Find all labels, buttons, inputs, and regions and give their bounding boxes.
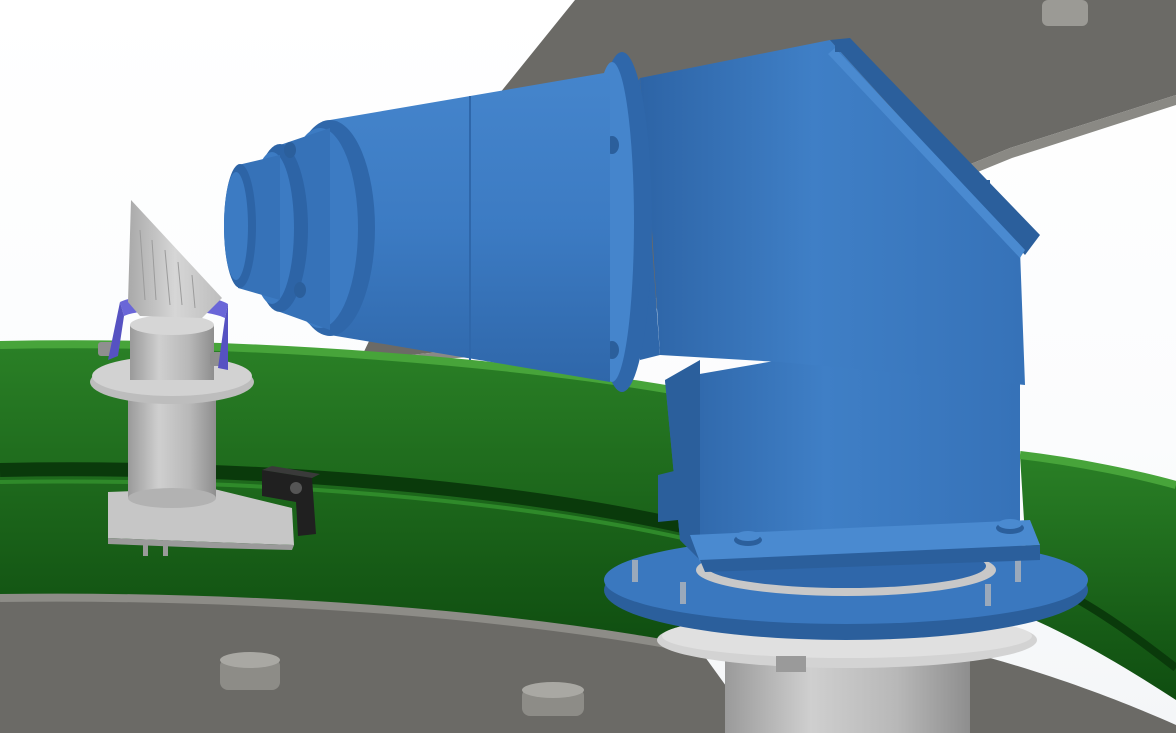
base-bolt <box>996 519 1024 534</box>
sensor-pin <box>163 540 168 556</box>
diagonal-blade <box>128 200 222 318</box>
black-latch <box>262 466 320 536</box>
platform-bolt <box>522 682 584 716</box>
ring-right-rim <box>1019 451 1176 489</box>
ring-mid-step-light <box>0 479 701 544</box>
cap-bolt <box>284 142 296 158</box>
lower-gray-platform-right <box>960 650 1176 733</box>
platform-bolt <box>220 652 280 690</box>
flange-stud <box>985 584 991 606</box>
upper-gray-plate-edge <box>360 95 1176 365</box>
blue-angle-gearbox <box>224 38 1040 572</box>
cover-bolt <box>835 42 845 52</box>
sensor-pin <box>143 540 148 556</box>
cover-bolt <box>1020 230 1030 240</box>
base-bolt <box>734 531 762 546</box>
blade-texture <box>139 229 196 309</box>
cover-bolt <box>880 85 890 95</box>
cap-bolt <box>294 282 306 298</box>
flange-stud <box>680 582 686 604</box>
flange-stud <box>632 560 638 582</box>
top-bolt <box>1042 0 1088 26</box>
cover-bolt <box>980 180 990 190</box>
lower-gray-platform-rim <box>0 593 701 654</box>
ring-mid-step <box>0 462 702 537</box>
flange-stud <box>1015 560 1021 582</box>
cover-bolt <box>935 140 945 150</box>
sensor-post-assembly <box>90 315 294 556</box>
